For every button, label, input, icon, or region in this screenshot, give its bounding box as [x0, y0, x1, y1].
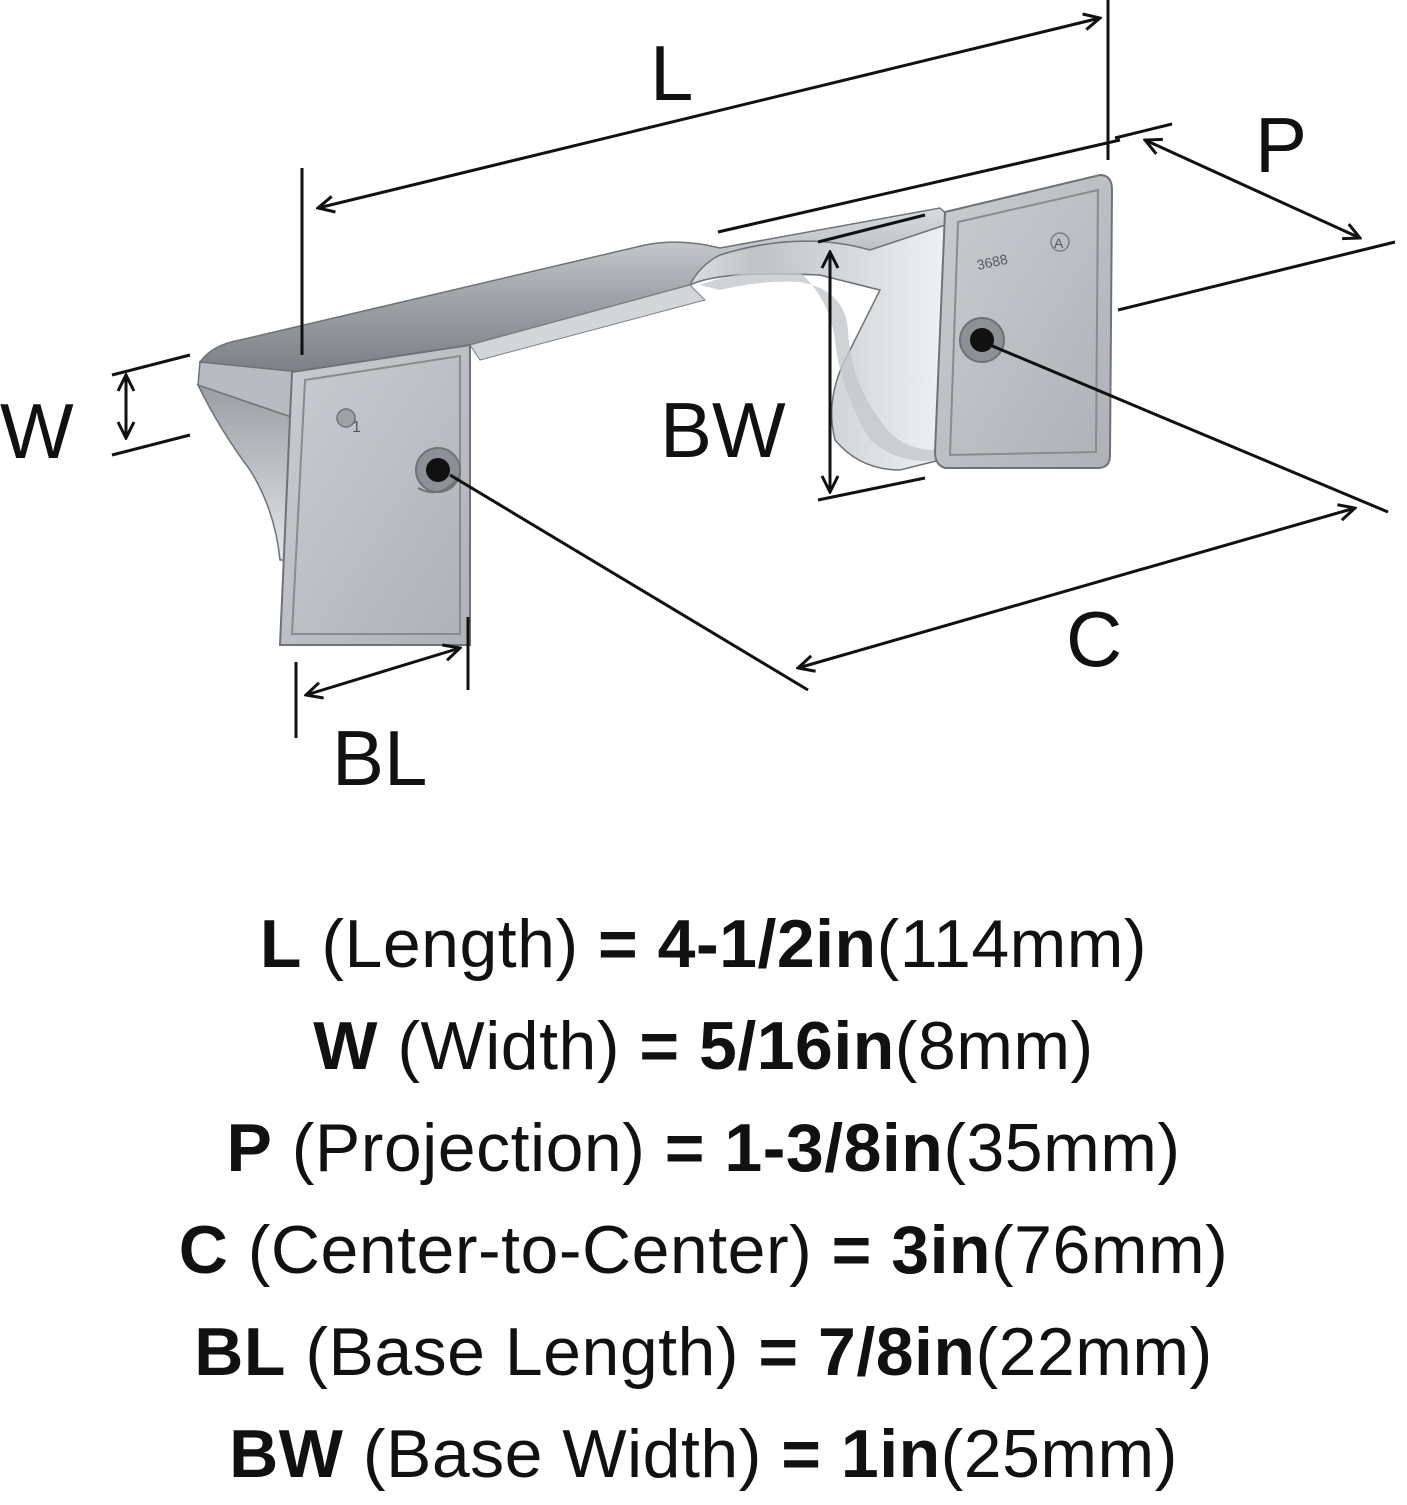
right-base-mark: A — [1054, 235, 1064, 251]
spec-metric: (25mm) — [940, 1416, 1178, 1492]
spec-imperial: 1-3/8in — [724, 1110, 944, 1186]
label-BL: BL — [332, 714, 427, 802]
spec-width: W (Width) = 5/16in(8mm) — [0, 995, 1407, 1097]
spec-metric: (114mm) — [876, 906, 1148, 982]
spec-imperial: 7/8in — [818, 1314, 976, 1390]
projection-arrow — [1145, 140, 1360, 238]
spec-equals: = — [781, 1416, 822, 1492]
dimension-specs-list: L (Length) = 4-1/2in(114mm) W (Width) = … — [0, 893, 1407, 1505]
spec-metric: (35mm) — [943, 1110, 1181, 1186]
label-W: W — [0, 387, 74, 475]
spec-equals: = — [664, 1110, 705, 1186]
length-arrow — [318, 18, 1100, 208]
label-P: P — [1255, 101, 1307, 189]
spec-description: (Base Length) — [305, 1314, 739, 1390]
spec-equals: = — [598, 906, 639, 982]
spec-imperial: 3in — [891, 1212, 992, 1288]
spec-code: L — [259, 906, 302, 982]
spec-base-length: BL (Base Length) = 7/8in(22mm) — [0, 1301, 1407, 1403]
spec-equals: = — [639, 1008, 680, 1084]
label-BW: BW — [660, 386, 786, 474]
spec-code: C — [178, 1212, 229, 1288]
spec-base-width: BW (Base Width) = 1in(25mm) — [0, 1403, 1407, 1505]
dimension-lines — [111, 0, 1396, 738]
spec-description: (Center-to-Center) — [247, 1212, 813, 1288]
cabinet-pull-illustration: 1 A 3688 — [196, 173, 1114, 646]
pull-left-foot — [196, 383, 301, 561]
right-base: A 3688 — [933, 173, 1114, 469]
spec-imperial: 1in — [840, 1416, 941, 1492]
spec-description: (Base Width) — [362, 1416, 762, 1492]
spec-description: (Projection) — [291, 1110, 646, 1186]
right-base-number: 3688 — [975, 251, 1009, 273]
pull-left-inner — [469, 284, 706, 361]
base-length-arrow — [306, 648, 460, 695]
label-C: C — [1066, 595, 1122, 683]
spec-code: BW — [229, 1416, 344, 1492]
spec-length: L (Length) = 4-1/2in(114mm) — [0, 893, 1407, 995]
spec-equals: = — [758, 1314, 799, 1390]
left-base: 1 — [278, 343, 471, 646]
spec-center-to-center: C (Center-to-Center) = 3in(76mm) — [0, 1199, 1407, 1301]
spec-imperial: 4-1/2in — [657, 906, 877, 982]
spec-code: P — [226, 1110, 273, 1186]
spec-imperial: 5/16in — [699, 1008, 895, 1084]
spec-description: (Length) — [321, 906, 579, 982]
label-L: L — [650, 29, 693, 117]
spec-code: BL — [194, 1314, 286, 1390]
dimension-diagram: 1 A 3688 — [0, 0, 1396, 802]
left-base-mark: 1 — [352, 419, 361, 436]
spec-metric: (8mm) — [894, 1008, 1094, 1084]
spec-equals: = — [831, 1212, 872, 1288]
spec-description: (Width) — [397, 1008, 620, 1084]
spec-code: W — [313, 1008, 378, 1084]
spec-metric: (22mm) — [975, 1314, 1213, 1390]
spec-projection: P (Projection) = 1-3/8in(35mm) — [0, 1097, 1407, 1199]
spec-metric: (76mm) — [991, 1212, 1229, 1288]
center-to-center-arrow — [798, 508, 1355, 668]
